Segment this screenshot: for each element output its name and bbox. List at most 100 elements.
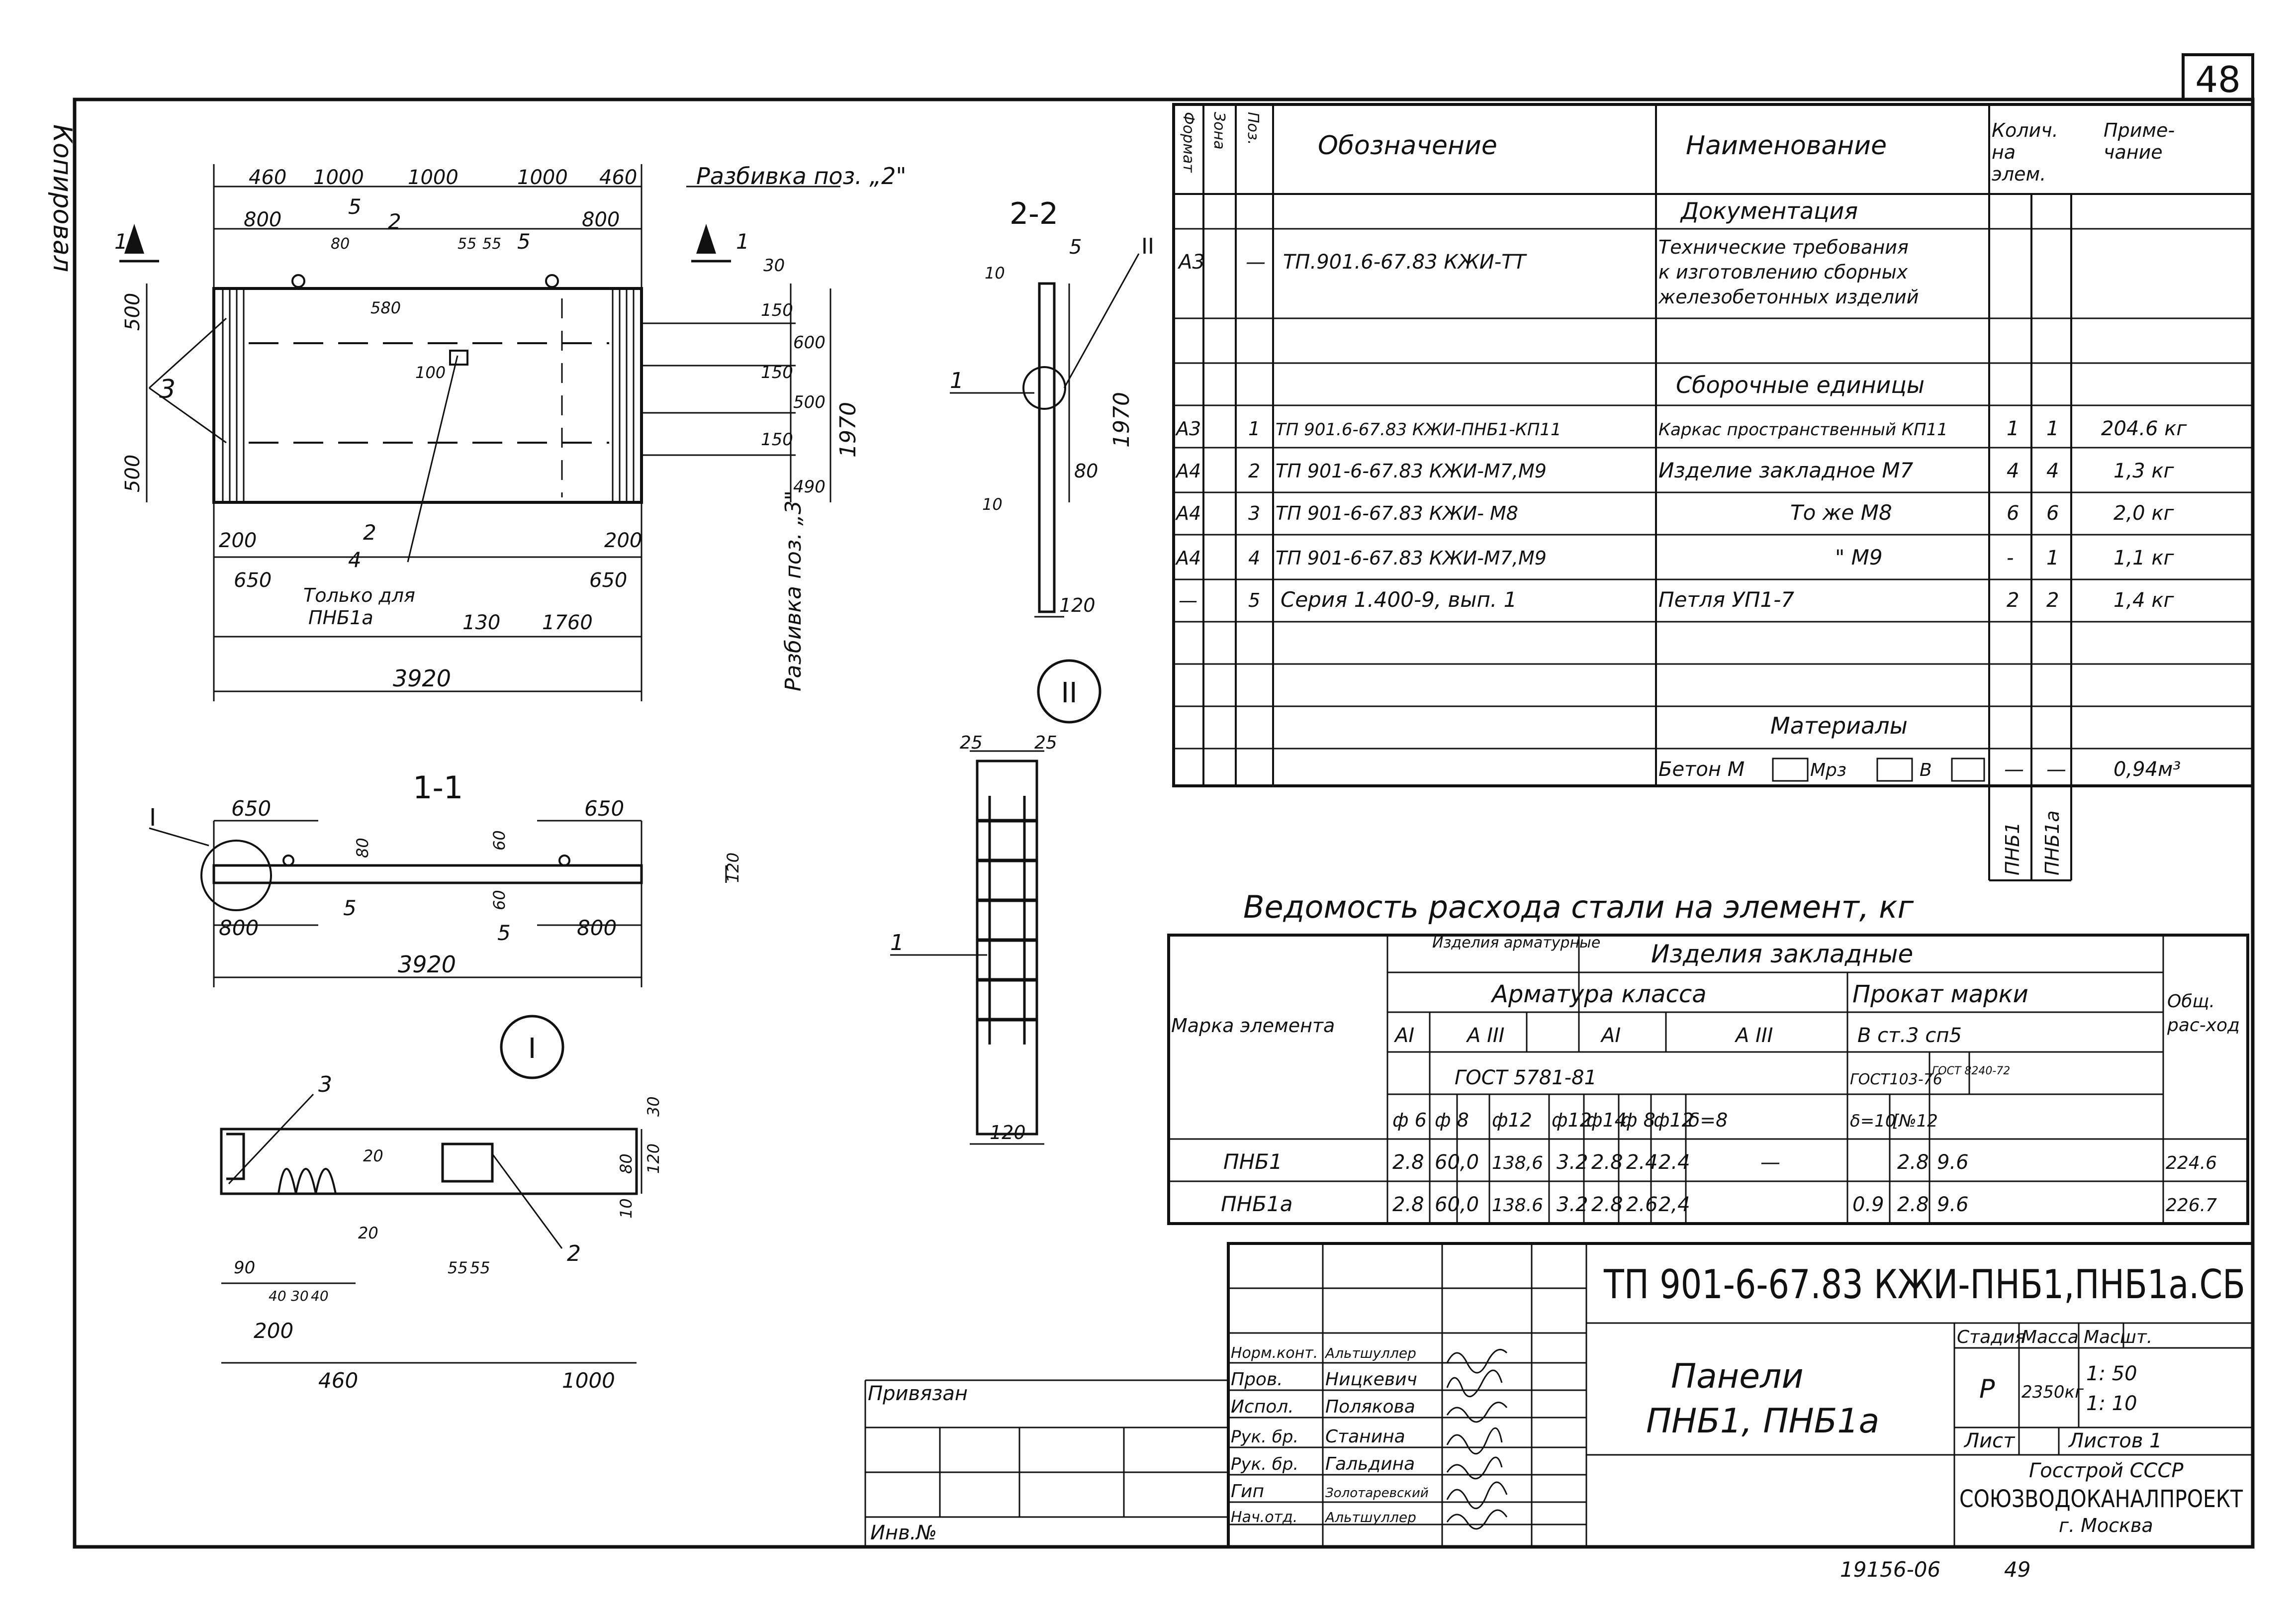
section-2-2-node-ref: II bbox=[1141, 234, 1154, 259]
node1-dim-20b: 20 bbox=[358, 1224, 378, 1242]
dim-right-150c: 150 bbox=[761, 430, 793, 450]
spec-row3-note: 2,0 кг bbox=[2113, 502, 2174, 525]
person-7-name: Альтшуллер bbox=[1324, 1509, 1416, 1525]
spec-doc-name-3: железобетонных изделий bbox=[1658, 286, 1919, 308]
spec-row1-note: 204.6 кг bbox=[2101, 417, 2187, 440]
spec-concrete-w: В bbox=[1920, 760, 1932, 780]
spec-row3-designation: ТП 901-6-67.83 КЖИ- М8 bbox=[1276, 502, 1518, 524]
spec-section-assembly: Сборочные единицы bbox=[1676, 372, 1925, 398]
spec-row4-note: 1,1 кг bbox=[2113, 547, 2174, 570]
layout-pos3-label: Разбивка поз. „3" bbox=[781, 490, 806, 691]
steel-head-armature-items: Изделия арматурные bbox=[1432, 934, 1600, 951]
spec-row2-name: Изделие закладное М7 bbox=[1658, 458, 1914, 482]
spec-row5-q1: 2 bbox=[2007, 589, 2019, 612]
spec-row4-q2: 1 bbox=[2046, 547, 2059, 570]
spec-row1-format: А3 bbox=[1175, 418, 1201, 440]
dim-top2-2: 800 bbox=[582, 208, 620, 231]
steel-row2-mark: ПНБ1а bbox=[1221, 1192, 1292, 1216]
spec-head-note-wrap: Приме-чание bbox=[2104, 119, 2175, 163]
dim-total-3920: 3920 bbox=[393, 665, 451, 692]
steel-class-4: А III bbox=[1734, 1024, 1773, 1047]
steel-row1-total: 224.6 bbox=[2166, 1153, 2217, 1173]
spec-row5-pos: 5 bbox=[1248, 589, 1260, 611]
steel-row2-v6: 2.6 bbox=[1626, 1193, 1658, 1216]
steel-head-rolled: Прокат марки bbox=[1852, 980, 2028, 1008]
dim-bottom-1760: 1760 bbox=[542, 611, 593, 634]
steel-head-embedded: Изделия закладные bbox=[1651, 940, 1913, 968]
steel-class-2: А III bbox=[1466, 1024, 1504, 1047]
dim-bottom-130: 130 bbox=[462, 611, 500, 634]
sec1-dim-120: 120 bbox=[724, 853, 742, 883]
steel-row2-v4: 3.2 bbox=[1557, 1193, 1588, 1216]
bottom-page: 49 bbox=[2004, 1557, 2030, 1582]
title-mass-label: Масса bbox=[2021, 1327, 2079, 1347]
title-scale-label: Масшт. bbox=[2084, 1327, 2152, 1347]
dim-left-500b: 500 bbox=[121, 455, 144, 492]
person-2-name: Ницкевич bbox=[1325, 1369, 1417, 1390]
spec-head-pos: Поз. bbox=[1244, 112, 1262, 145]
section-2-2: 2-2 II 5 1 10 1970 80 10 120 II bbox=[950, 196, 1154, 724]
spec-column-mark-1: ПНБ1 bbox=[2002, 822, 2023, 875]
person-6-role: Гип bbox=[1231, 1481, 1264, 1502]
spec-doc-name-2: к изготовлению сборных bbox=[1658, 261, 1908, 283]
node1-pos3: 3 bbox=[318, 1072, 332, 1097]
spec-row2-note: 1,3 кг bbox=[2113, 460, 2174, 482]
steel-class-1: АI bbox=[1393, 1024, 1414, 1047]
sec1-dim-800a: 800 bbox=[219, 916, 259, 940]
dim-small-580: 580 bbox=[370, 298, 401, 317]
steel-head-total: Общ. рас-ход bbox=[2167, 991, 2240, 1036]
sec2-dim-10a: 10 bbox=[985, 264, 1005, 283]
only-for-label: Только для bbox=[303, 584, 415, 606]
spec-doc-designation: ТП.901.6-67.83 КЖИ-ТТ bbox=[1283, 251, 1528, 274]
dim-bottom-650a: 650 bbox=[234, 569, 272, 592]
dim-small-55a: 55 bbox=[458, 235, 476, 253]
steel-row2-v3: 138.6 bbox=[1492, 1195, 1543, 1216]
bottom-number: 19156-06 bbox=[1840, 1557, 1940, 1582]
spec-row3-q1: 6 bbox=[2007, 502, 2019, 525]
sec2-dim-80: 80 bbox=[1074, 460, 1098, 482]
sec1-dim-650a: 650 bbox=[231, 796, 271, 821]
steel-row1-mark: ПНБ1 bbox=[1223, 1149, 1283, 1174]
node1-dim-30: 30 bbox=[644, 1096, 663, 1117]
dim-top-3: 1000 bbox=[408, 166, 459, 189]
person-3-name: Полякова bbox=[1325, 1397, 1415, 1417]
spec-doc-zone: — bbox=[1246, 251, 1266, 274]
sheet-frame bbox=[73, 97, 2255, 1549]
section-1-1: 1-1 I 650 650 800 800 3920 80 60 60 120 … bbox=[149, 769, 742, 1079]
steel-head-armature-class: Арматура класса bbox=[1490, 980, 1707, 1008]
person-2-role: Пров. bbox=[1231, 1369, 1283, 1390]
node1-dim-1000: 1000 bbox=[562, 1368, 615, 1393]
dim-bottom-200a: 200 bbox=[219, 529, 257, 552]
steel-dia-7: ф12 bbox=[1653, 1109, 1694, 1131]
person-4-role: Рук. бр. bbox=[1231, 1427, 1298, 1447]
section-mark-2b: 2 bbox=[363, 520, 376, 545]
title-name-1: Панели bbox=[1671, 1357, 1804, 1396]
dim-small-55b: 55 bbox=[482, 235, 501, 253]
sec1-pos5b: 5 bbox=[497, 921, 511, 945]
spec-concrete-q2: — bbox=[2046, 758, 2066, 781]
node-ii-detail: 25 25 120 1 bbox=[890, 733, 1057, 1145]
steel-dia-8: δ=8 bbox=[1688, 1109, 1728, 1131]
spec-head-qty-wrap: Колич. на элем. bbox=[1992, 119, 2058, 185]
spec-row4-q1: - bbox=[2007, 547, 2014, 570]
dim-height: 1970 bbox=[835, 402, 861, 458]
sec1-dim-60a: 60 bbox=[490, 830, 509, 851]
dim-right-490: 490 bbox=[793, 477, 826, 497]
spec-row4-pos: 4 bbox=[1248, 547, 1260, 569]
sec1-pos5a: 5 bbox=[343, 896, 357, 920]
title-sheet-label: Лист bbox=[1963, 1429, 2016, 1452]
spec-row1-pos: 1 bbox=[1248, 418, 1260, 440]
node1-dim-30: 30 bbox=[291, 1288, 309, 1304]
dim-top-4: 1000 bbox=[517, 166, 568, 189]
person-4-name: Станина bbox=[1325, 1426, 1405, 1447]
steel-dia-2: ф 8 bbox=[1435, 1109, 1469, 1131]
dim-right-500: 500 bbox=[793, 392, 826, 412]
signatures bbox=[1446, 1348, 1508, 1530]
page-number-box bbox=[2182, 53, 2254, 101]
layout-pos2-label: Разбивка поз. „2" bbox=[696, 163, 907, 190]
steel-gost-rolled1: ГОСТ103-76 bbox=[1850, 1071, 1942, 1088]
spec-row5-name: Петля УП1-7 bbox=[1658, 587, 1794, 612]
sec1-dim-60b: 60 bbox=[490, 890, 509, 910]
title-block: Привязан Инв.№ ТП 901-6-67.83 КЖИ-ПНБ1,П… bbox=[864, 1242, 2254, 1548]
